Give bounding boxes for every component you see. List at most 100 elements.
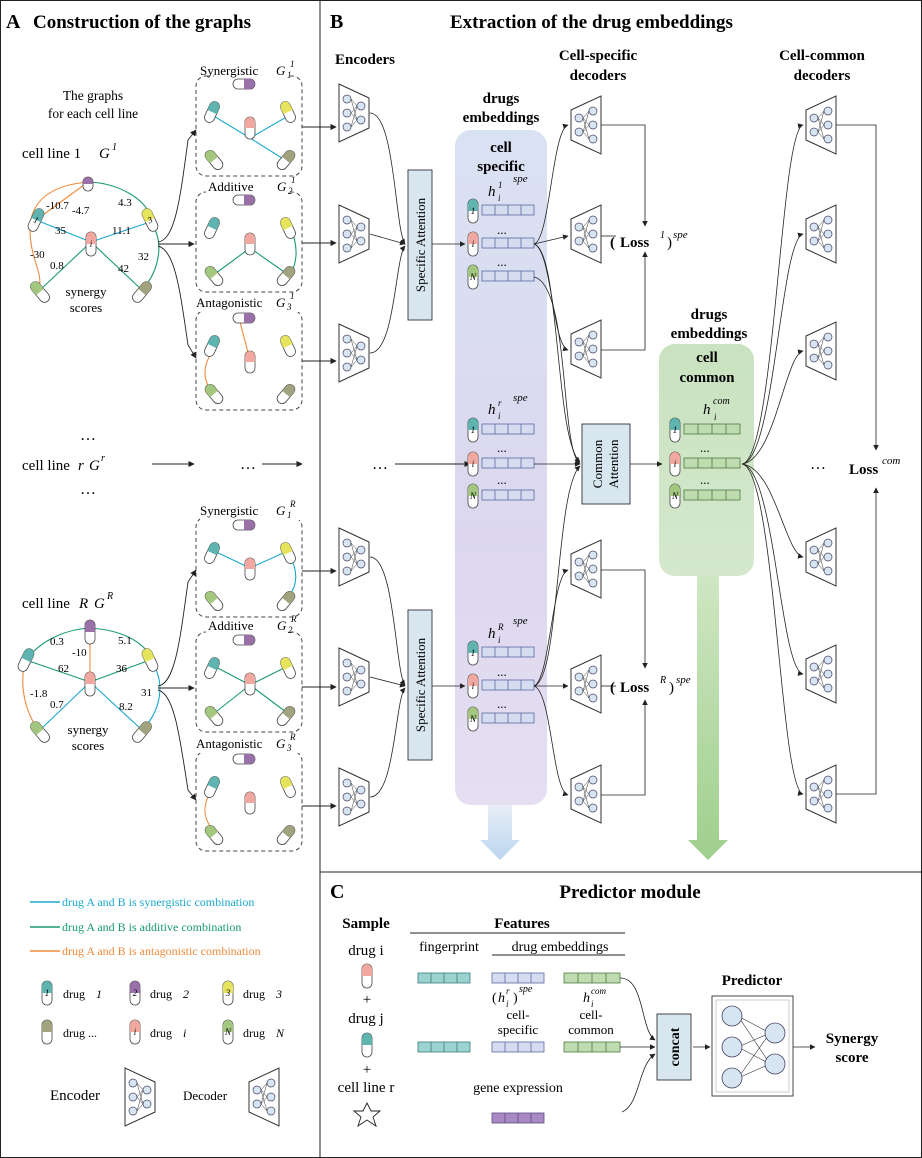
svg-text:i: i — [90, 239, 93, 249]
svg-text:N: N — [469, 491, 477, 501]
legend: drug A and B is synergistic combination … — [30, 895, 285, 1127]
subgraph-pill-icon — [276, 591, 296, 611]
subgraph-pill-icon — [204, 825, 224, 845]
legend-drug-dots — [41, 1019, 53, 1045]
svg-text:i: i — [472, 681, 475, 691]
subgraph-pill-icon — [232, 519, 256, 531]
section-b-letter: B — [330, 11, 343, 33]
svg-text:Specific Attention: Specific Attention — [413, 197, 428, 292]
sample-drug-i-pill — [361, 963, 373, 989]
svg-text:Additive: Additive — [208, 618, 254, 633]
svg-text:scores: scores — [72, 738, 105, 753]
svg-text:drugs: drugs — [691, 307, 728, 323]
svg-text:common: common — [680, 370, 736, 386]
svg-text:Antagonistic: Antagonistic — [196, 295, 263, 310]
pill-drug-i: i — [85, 231, 97, 257]
svg-text:G: G — [276, 63, 286, 78]
svg-text:R: R — [289, 499, 296, 509]
svg-text:h: h — [488, 626, 496, 642]
svg-text:scores: scores — [70, 300, 103, 315]
ellipsis-a-top: … — [80, 427, 96, 444]
svg-text:i: i — [506, 999, 509, 1009]
pill-drug-N — [30, 281, 50, 303]
svg-text:r: r — [498, 398, 502, 408]
subgraph-pill-icon — [204, 384, 224, 404]
svg-text:h: h — [488, 402, 496, 418]
subgraph-pill-icon — [280, 217, 296, 239]
svg-text:spe: spe — [519, 984, 533, 995]
sample-drug-j-pill — [361, 1032, 373, 1058]
gene-expression-bar — [491, 1112, 545, 1124]
svg-text:...: ... — [497, 664, 507, 679]
svg-text:R: R — [497, 622, 504, 632]
svg-text:31: 31 — [141, 687, 152, 699]
panel-b-embedding-extraction: B Extraction of the drug embeddings Enco… — [262, 11, 900, 860]
subgraph-pill-icon — [276, 706, 296, 726]
section-a-title: Construction of the graphs — [33, 12, 251, 33]
subgraph-pill-icon — [232, 78, 256, 90]
subgraph-pill-icon — [232, 634, 256, 646]
subgraph-pill-icon — [280, 657, 296, 679]
svg-text:com: com — [591, 986, 606, 996]
svg-text:G: G — [94, 596, 105, 612]
common-embeddings: h i com 1 ... i ... N — [669, 396, 741, 509]
svg-text:R: R — [289, 732, 296, 742]
svg-text:synergy: synergy — [66, 284, 107, 299]
svg-text:1: 1 — [660, 230, 665, 241]
svg-text:h: h — [498, 991, 505, 1006]
subgraph-pill-icon — [204, 706, 224, 726]
svg-text:...: ... — [497, 440, 507, 455]
svg-text:G: G — [277, 179, 287, 194]
subgraph-pill-icon — [232, 312, 256, 324]
sample-drug-j: drug j — [348, 1011, 383, 1027]
svg-text:G: G — [276, 295, 286, 310]
svg-text:drug A and B is additive combi: drug A and B is additive combination — [62, 920, 241, 934]
cell-specific-decoders-heading-1: Cell-specific — [559, 48, 638, 64]
svg-text:drug: drug — [243, 1026, 265, 1040]
svg-text:35: 35 — [55, 225, 67, 237]
svg-text:spe: spe — [673, 229, 688, 241]
svg-text:3: 3 — [275, 987, 282, 1001]
ellipsis-b-decoders: … — [810, 456, 826, 473]
svg-text:3: 3 — [286, 743, 292, 753]
svg-text:11.1: 11.1 — [112, 225, 131, 237]
specific-decoder-arrows — [533, 123, 648, 797]
sample-heading: Sample — [342, 916, 390, 932]
svg-text:R: R — [78, 596, 88, 612]
loss-specific-cell-line-1: Loss ( 1 ) spe — [610, 229, 688, 251]
cell-common-decoders-heading-2: decoders — [794, 68, 851, 84]
svg-text:4.3: 4.3 — [118, 197, 132, 209]
subgraph-pill-icon — [276, 384, 296, 404]
svg-text:2: 2 — [133, 988, 138, 998]
svg-text:specific: specific — [477, 159, 525, 175]
svg-text:2: 2 — [288, 186, 293, 196]
fingerprint-bar-drug-j — [417, 1041, 471, 1053]
legend-drug-N: N — [222, 1019, 234, 1045]
encoder-stack — [338, 83, 370, 827]
svg-text:1: 1 — [287, 510, 292, 520]
svg-text:...: ... — [700, 472, 710, 487]
svg-text:Loss: Loss — [620, 680, 649, 696]
pill-drug-1: 1 — [27, 208, 45, 232]
svg-text:+: + — [363, 1062, 371, 1078]
svg-text:-10.7: -10.7 — [46, 200, 69, 212]
subgraph-additive-R: Additive G 2 R — [195, 614, 303, 733]
svg-text:embeddings: embeddings — [463, 110, 540, 126]
fingerprint-label: fingerprint — [419, 940, 479, 955]
svg-text:(: ( — [492, 991, 497, 1006]
subgraph-pill-icon — [244, 350, 256, 374]
specific-bar-drug-i — [491, 972, 545, 984]
svg-text:): ) — [667, 235, 672, 251]
svg-text:...: ... — [497, 254, 507, 269]
svg-text:G: G — [99, 146, 110, 162]
svg-text:i: i — [498, 635, 501, 645]
subgraph-pill-icon — [276, 825, 296, 845]
svg-text:(: ( — [610, 235, 615, 251]
svg-text:spe: spe — [676, 674, 691, 686]
panel-c-predictor: C Predictor module Sample Features finge… — [330, 881, 879, 1128]
svg-text:embeddings: embeddings — [671, 326, 748, 342]
svg-text:0.3: 0.3 — [50, 636, 64, 648]
svg-text:i: i — [498, 411, 501, 421]
svg-text:i: i — [472, 459, 475, 469]
ellipsis-a-mid: … — [240, 456, 256, 473]
